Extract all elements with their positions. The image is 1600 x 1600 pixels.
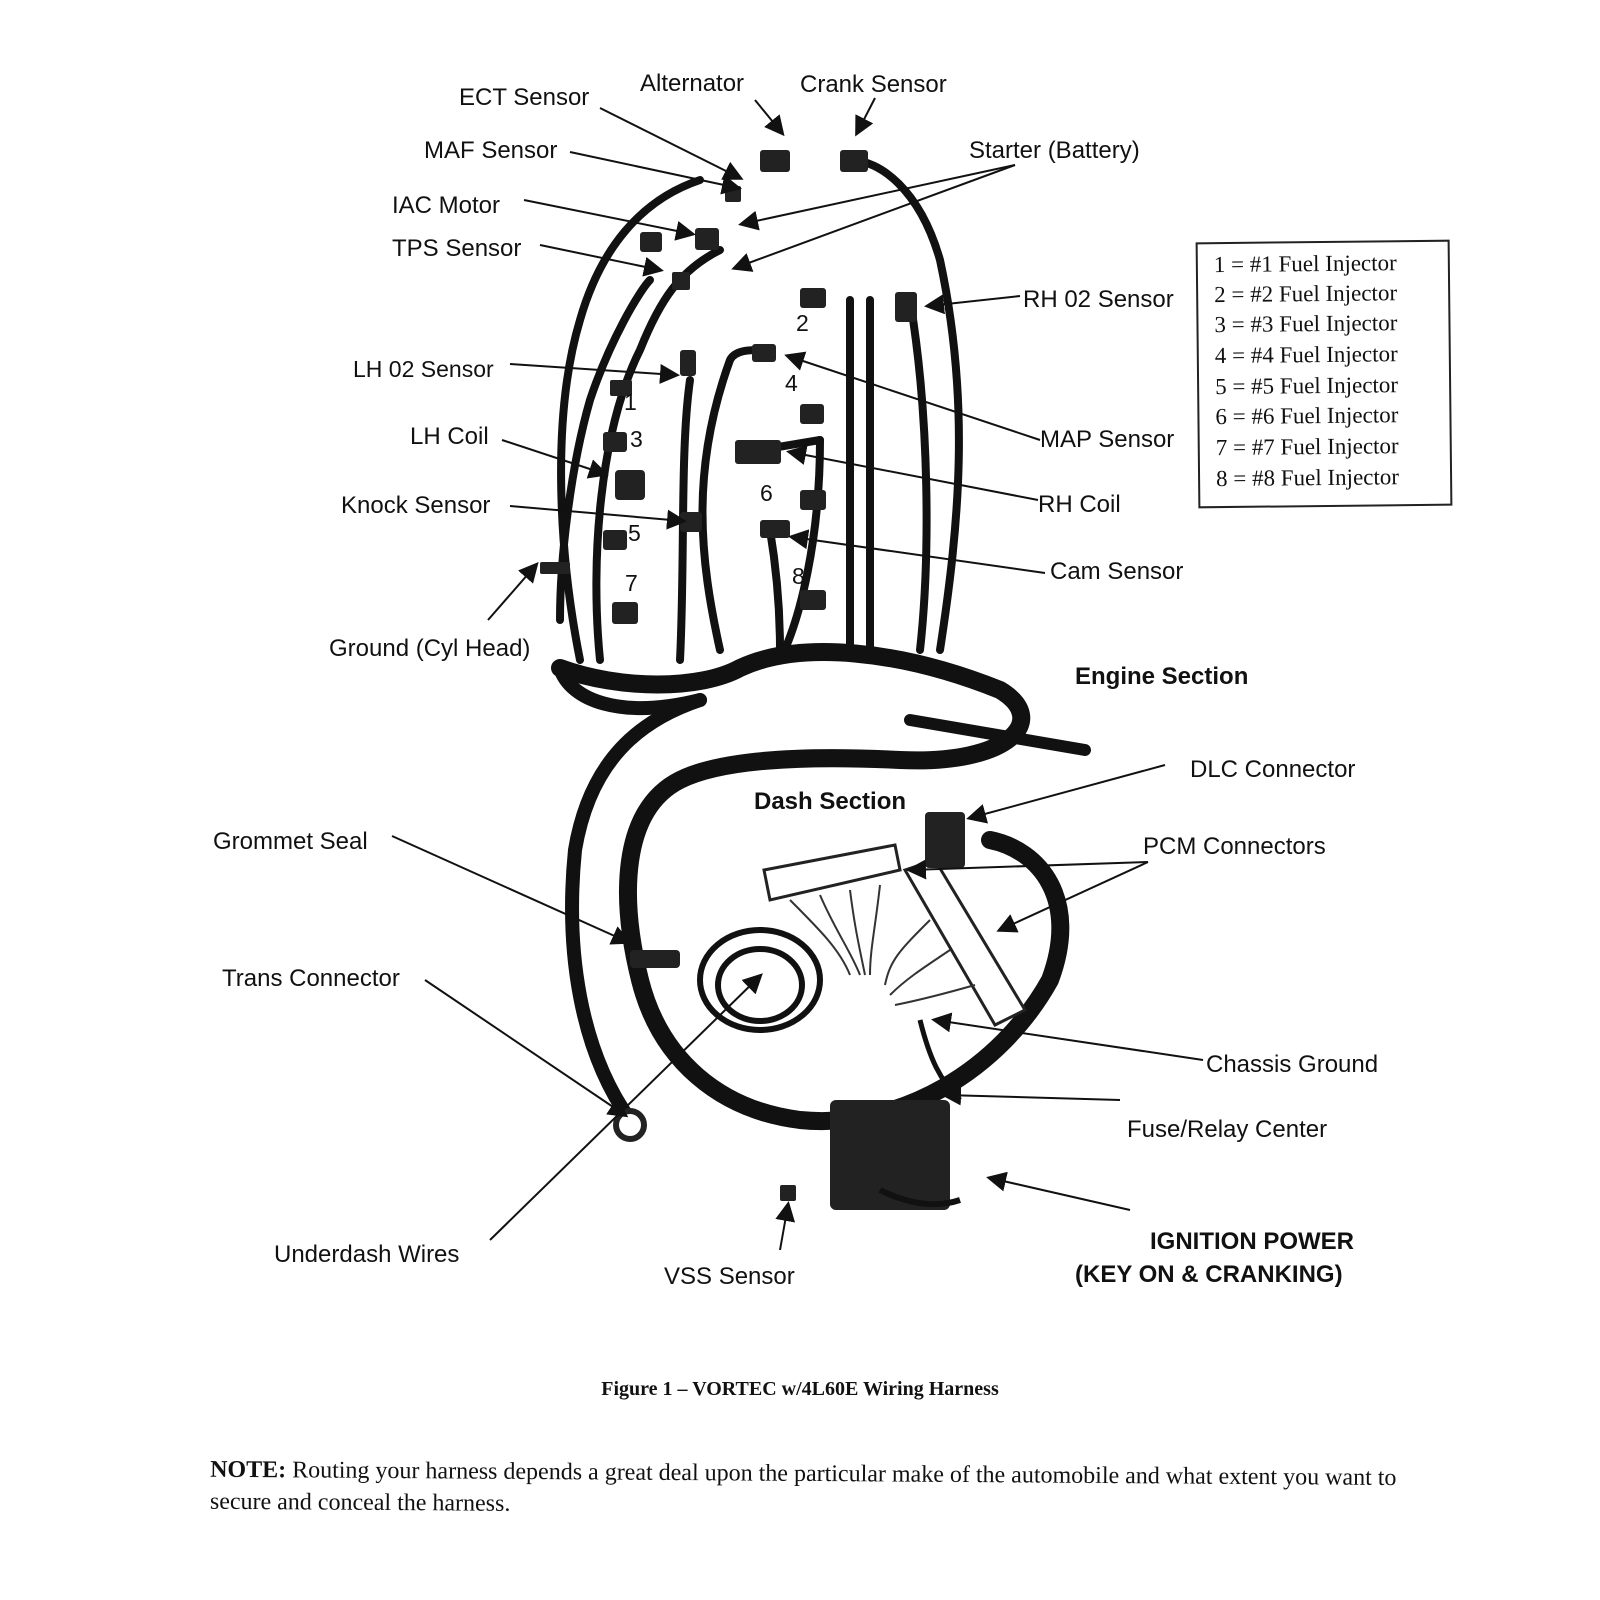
note-paragraph: NOTE: Routing your harness depends a gre… <box>210 1454 1430 1527</box>
leader-lines <box>391 97 1204 1251</box>
label-underdash-wires: Underdash Wires <box>274 1241 460 1268</box>
legend-row: 8 = #8 Fuel Injector <box>1215 464 1400 492</box>
label-crank-sensor: Crank Sensor <box>800 71 947 98</box>
pcm-wire-fan <box>789 884 976 1006</box>
label-ect-sensor: ECT Sensor <box>459 84 590 111</box>
label-knock-sensor: Knock Sensor <box>341 492 491 519</box>
injector-number-8: 8 <box>792 563 805 589</box>
label-lh-coil: LH Coil <box>410 423 489 450</box>
label-fuse-relay-center: Fuse/Relay Center <box>1127 1116 1328 1143</box>
injector-number-1: 1 <box>624 389 637 415</box>
label-dlc-connector: DLC Connector <box>1190 756 1356 783</box>
label-ground-cyl-head: Ground (Cyl Head) <box>329 635 531 662</box>
label-pcm-connectors: PCM Connectors <box>1143 833 1326 860</box>
harness-trunk <box>551 643 1091 1131</box>
grommet-block <box>630 950 680 968</box>
label-cam-sensor: Cam Sensor <box>1050 558 1184 585</box>
injector-number-7: 7 <box>625 570 638 596</box>
label-lh-o2-sensor: LH 02 Sensor <box>353 356 494 382</box>
legend-row: 3 = #3 Fuel Injector <box>1214 310 1398 338</box>
injector-number-6: 6 <box>760 480 773 506</box>
label-key-on-cranking: (KEY ON & CRANKING) <box>1075 1261 1343 1288</box>
label-grommet-seal: Grommet Seal <box>213 828 368 855</box>
legend-row: 5 = #5 Fuel Injector <box>1214 372 1399 400</box>
label-dash-section: Dash Section <box>754 788 907 815</box>
note-prefix: NOTE: <box>210 1456 287 1484</box>
pcm-connectors <box>762 843 1028 1027</box>
legend-row: 2 = #2 Fuel Injector <box>1214 280 1398 308</box>
label-engine-section: Engine Section <box>1075 663 1249 690</box>
vss-connector <box>780 1185 796 1201</box>
injector-number-4: 4 <box>785 370 798 396</box>
label-starter-battery: Starter (Battery) <box>969 137 1140 164</box>
label-chassis-ground: Chassis Ground <box>1206 1051 1379 1078</box>
injector-legend: 1 = #1 Fuel Injector 2 = #2 Fuel Injecto… <box>1195 239 1453 509</box>
label-alternator: Alternator <box>640 70 745 97</box>
underdash-loop <box>697 927 823 1033</box>
injector-number-5: 5 <box>628 520 641 546</box>
legend-row: 4 = #4 Fuel Injector <box>1214 341 1398 369</box>
legend-row: 7 = #7 Fuel Injector <box>1215 433 1399 461</box>
connectors <box>540 150 917 624</box>
label-iac-motor: IAC Motor <box>392 192 501 219</box>
label-ignition-power: IGNITION POWER <box>1150 1228 1354 1255</box>
label-rh-o2-sensor: RH 02 Sensor <box>1023 286 1174 313</box>
label-map-sensor: MAP Sensor <box>1040 426 1175 453</box>
injector-number-3: 3 <box>630 426 643 452</box>
label-maf-sensor: MAF Sensor <box>424 137 558 164</box>
label-rh-coil: RH Coil <box>1038 491 1121 518</box>
label-vss-sensor: VSS Sensor <box>664 1263 795 1290</box>
label-trans-connector: Trans Connector <box>222 965 400 992</box>
legend-row: 6 = #6 Fuel Injector <box>1215 402 1399 430</box>
ignition-wire <box>878 1187 961 1208</box>
trans-connector-plug <box>613 1108 647 1142</box>
figure-caption: Figure 1 – VORTEC w/4L60E Wiring Harness <box>601 1378 999 1400</box>
fuse-relay-block <box>830 1100 950 1210</box>
injector-number-2: 2 <box>796 310 809 336</box>
note-text: Routing your harness depends a great dea… <box>209 1457 1397 1517</box>
engine-branches <box>556 156 963 664</box>
label-tps-sensor: TPS Sensor <box>392 235 522 262</box>
dlc-connector-block <box>925 812 965 868</box>
legend-row: 1 = #1 Fuel Injector <box>1213 250 1397 278</box>
